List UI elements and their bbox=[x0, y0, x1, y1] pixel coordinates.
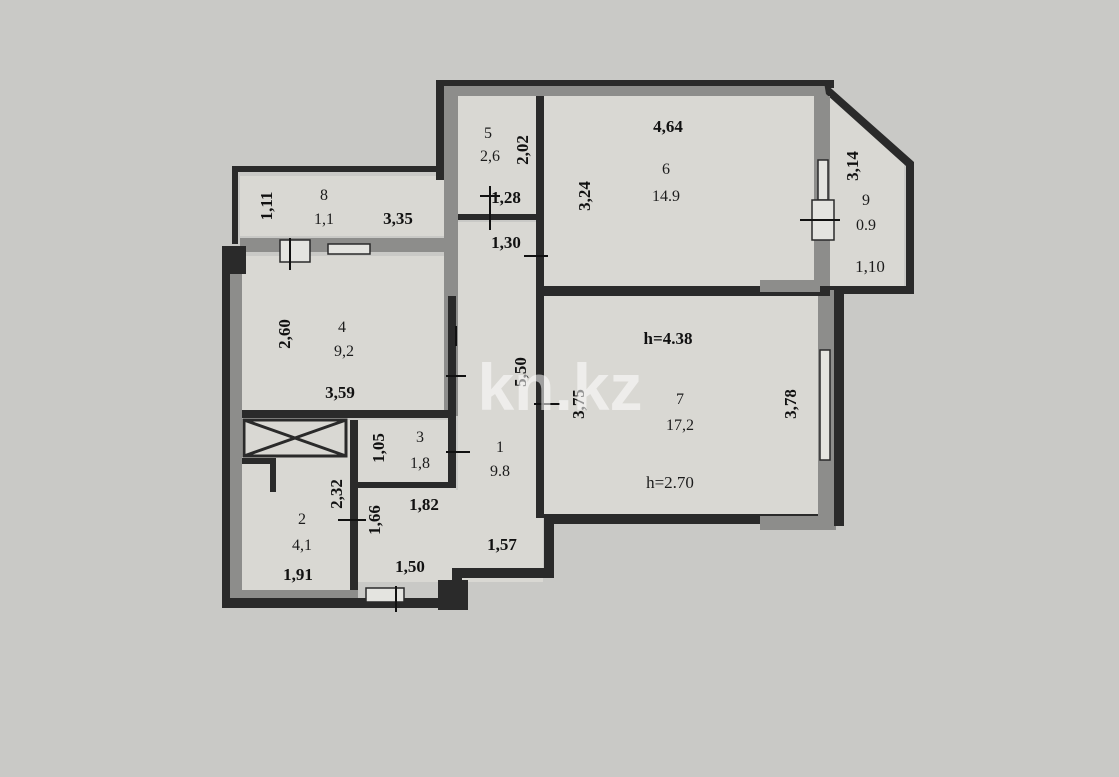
dim-1-05: 1,05 bbox=[369, 433, 388, 463]
dim-2-02: 2,02 bbox=[513, 135, 532, 165]
room-6-area: 14.9 bbox=[652, 188, 680, 205]
dim-1-50: 1,50 bbox=[395, 557, 425, 576]
door-marks bbox=[289, 186, 840, 612]
room-5-number: 5 bbox=[484, 125, 492, 142]
dim-1-10: 1,10 bbox=[855, 257, 885, 276]
room-1-number: 1 bbox=[496, 439, 504, 456]
dim-2-60: 2,60 bbox=[275, 319, 294, 349]
dim-1-82: 1,82 bbox=[409, 495, 439, 514]
dim-2-32: 2,32 bbox=[327, 479, 346, 509]
room-2-area: 4,1 bbox=[292, 537, 312, 554]
room-7-area: 17,2 bbox=[666, 417, 694, 434]
dim-3-75: 3,75 bbox=[569, 389, 588, 419]
dim-1-57: 1,57 bbox=[487, 535, 517, 554]
room-4-area: 9,2 bbox=[334, 343, 354, 360]
ventilation-shaft bbox=[242, 418, 348, 458]
room-8-number: 8 bbox=[320, 187, 328, 204]
dim-1-66: 1,66 bbox=[365, 505, 384, 535]
room-3-area: 1,8 bbox=[410, 455, 430, 472]
room-labels: 5 2,6 6 14.9 9 0.9 8 1,1 4 9,2 3 1,8 1 9… bbox=[292, 125, 876, 554]
room-floors bbox=[240, 96, 904, 598]
room-1-area: 9.8 bbox=[490, 463, 510, 480]
height-label-top: h=4.38 bbox=[644, 329, 693, 348]
dim-3-59: 3,59 bbox=[325, 383, 355, 402]
dim-1-28: 1,28 bbox=[491, 188, 521, 207]
room-9-number: 9 bbox=[862, 192, 870, 209]
room-3-number: 3 bbox=[416, 429, 424, 446]
outer-walls bbox=[222, 80, 914, 610]
height-label-bottom: h=2.70 bbox=[646, 473, 694, 492]
dimension-labels: 4,64 2,02 3,24 1,28 1,30 3,14 1,10 1,11 … bbox=[257, 117, 885, 584]
dim-1-11: 1,11 bbox=[257, 192, 276, 221]
room-4-number: 4 bbox=[338, 319, 346, 336]
dim-3-24: 3,24 bbox=[575, 181, 594, 211]
ceiling-heights: h=4.38 h=2.70 bbox=[644, 329, 694, 492]
dim-3-78: 3,78 bbox=[781, 389, 800, 419]
dim-5-50: 5,50 bbox=[511, 357, 530, 387]
room-2-number: 2 bbox=[298, 511, 306, 528]
room-5-area: 2,6 bbox=[480, 148, 500, 165]
room-8-area: 1,1 bbox=[314, 211, 334, 228]
dim-1-30: 1,30 bbox=[491, 233, 521, 252]
watermark: kn.kz bbox=[477, 350, 642, 424]
dim-4-64: 4,64 bbox=[653, 117, 683, 136]
room-6-number: 6 bbox=[662, 161, 670, 178]
dim-3-14: 3,14 bbox=[843, 151, 862, 181]
room-7-number: 7 bbox=[676, 391, 684, 408]
room-9-area: 0.9 bbox=[856, 217, 876, 234]
dim-1-91: 1,91 bbox=[283, 565, 313, 584]
dim-3-35: 3,35 bbox=[383, 209, 413, 228]
